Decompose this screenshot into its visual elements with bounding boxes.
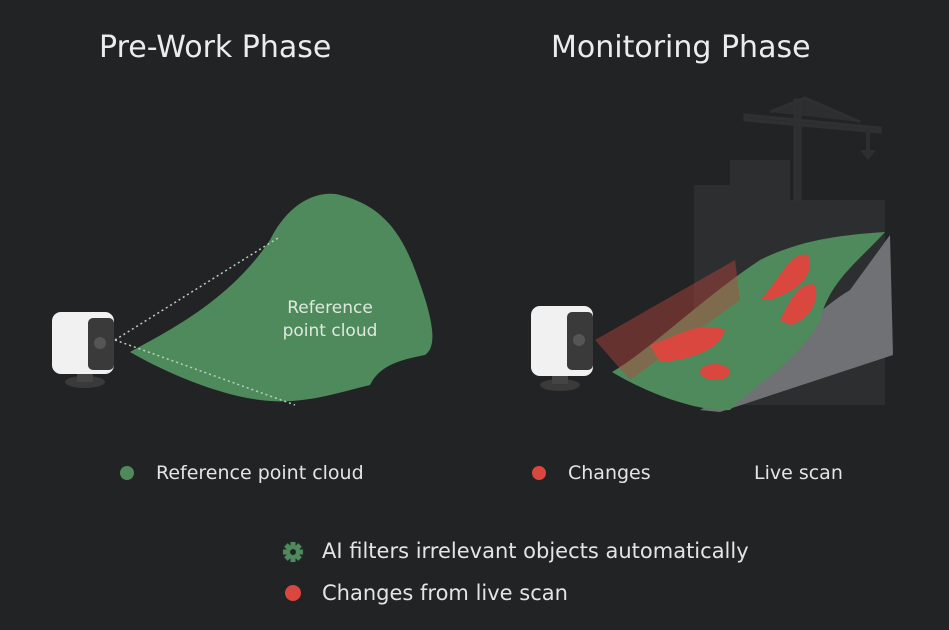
live-scan-terrain bbox=[612, 232, 885, 411]
change-regions bbox=[650, 254, 817, 380]
legend-reference: Reference point cloud bbox=[156, 462, 364, 484]
gear-icon bbox=[283, 542, 303, 562]
cloud-label-line2: point cloud bbox=[282, 321, 378, 341]
scan-beam-lines bbox=[114, 237, 296, 406]
red-dot-icon bbox=[285, 585, 301, 601]
legend-live-scan-row: Live scan bbox=[754, 462, 843, 484]
red-dot-icon bbox=[532, 466, 546, 480]
footer-ai-filter: AI filters irrelevant objects automatica… bbox=[322, 539, 749, 563]
terrain-gray bbox=[700, 235, 893, 412]
footer-ai-filter-row: AI filters irrelevant objects automatica… bbox=[322, 539, 749, 563]
legend-changes: Changes bbox=[568, 462, 651, 484]
pre-work-title: Pre-Work Phase bbox=[99, 30, 332, 65]
reference-point-cloud bbox=[130, 193, 433, 402]
cloud-label: Reference point cloud bbox=[270, 297, 390, 343]
footer-changes-row: Changes from live scan bbox=[285, 581, 568, 605]
camera-icon-left bbox=[52, 312, 114, 388]
cloud-label-line1: Reference bbox=[287, 298, 373, 318]
scan-beam-red bbox=[595, 260, 740, 380]
green-dot-icon bbox=[120, 466, 134, 480]
legend-changes-row: Changes bbox=[532, 462, 651, 484]
legend-reference-row: Reference point cloud bbox=[120, 462, 364, 484]
legend-live-scan: Live scan bbox=[754, 462, 843, 484]
footer-changes: Changes from live scan bbox=[322, 581, 568, 605]
monitoring-title: Monitoring Phase bbox=[551, 30, 811, 65]
camera-icon-right bbox=[531, 306, 593, 391]
